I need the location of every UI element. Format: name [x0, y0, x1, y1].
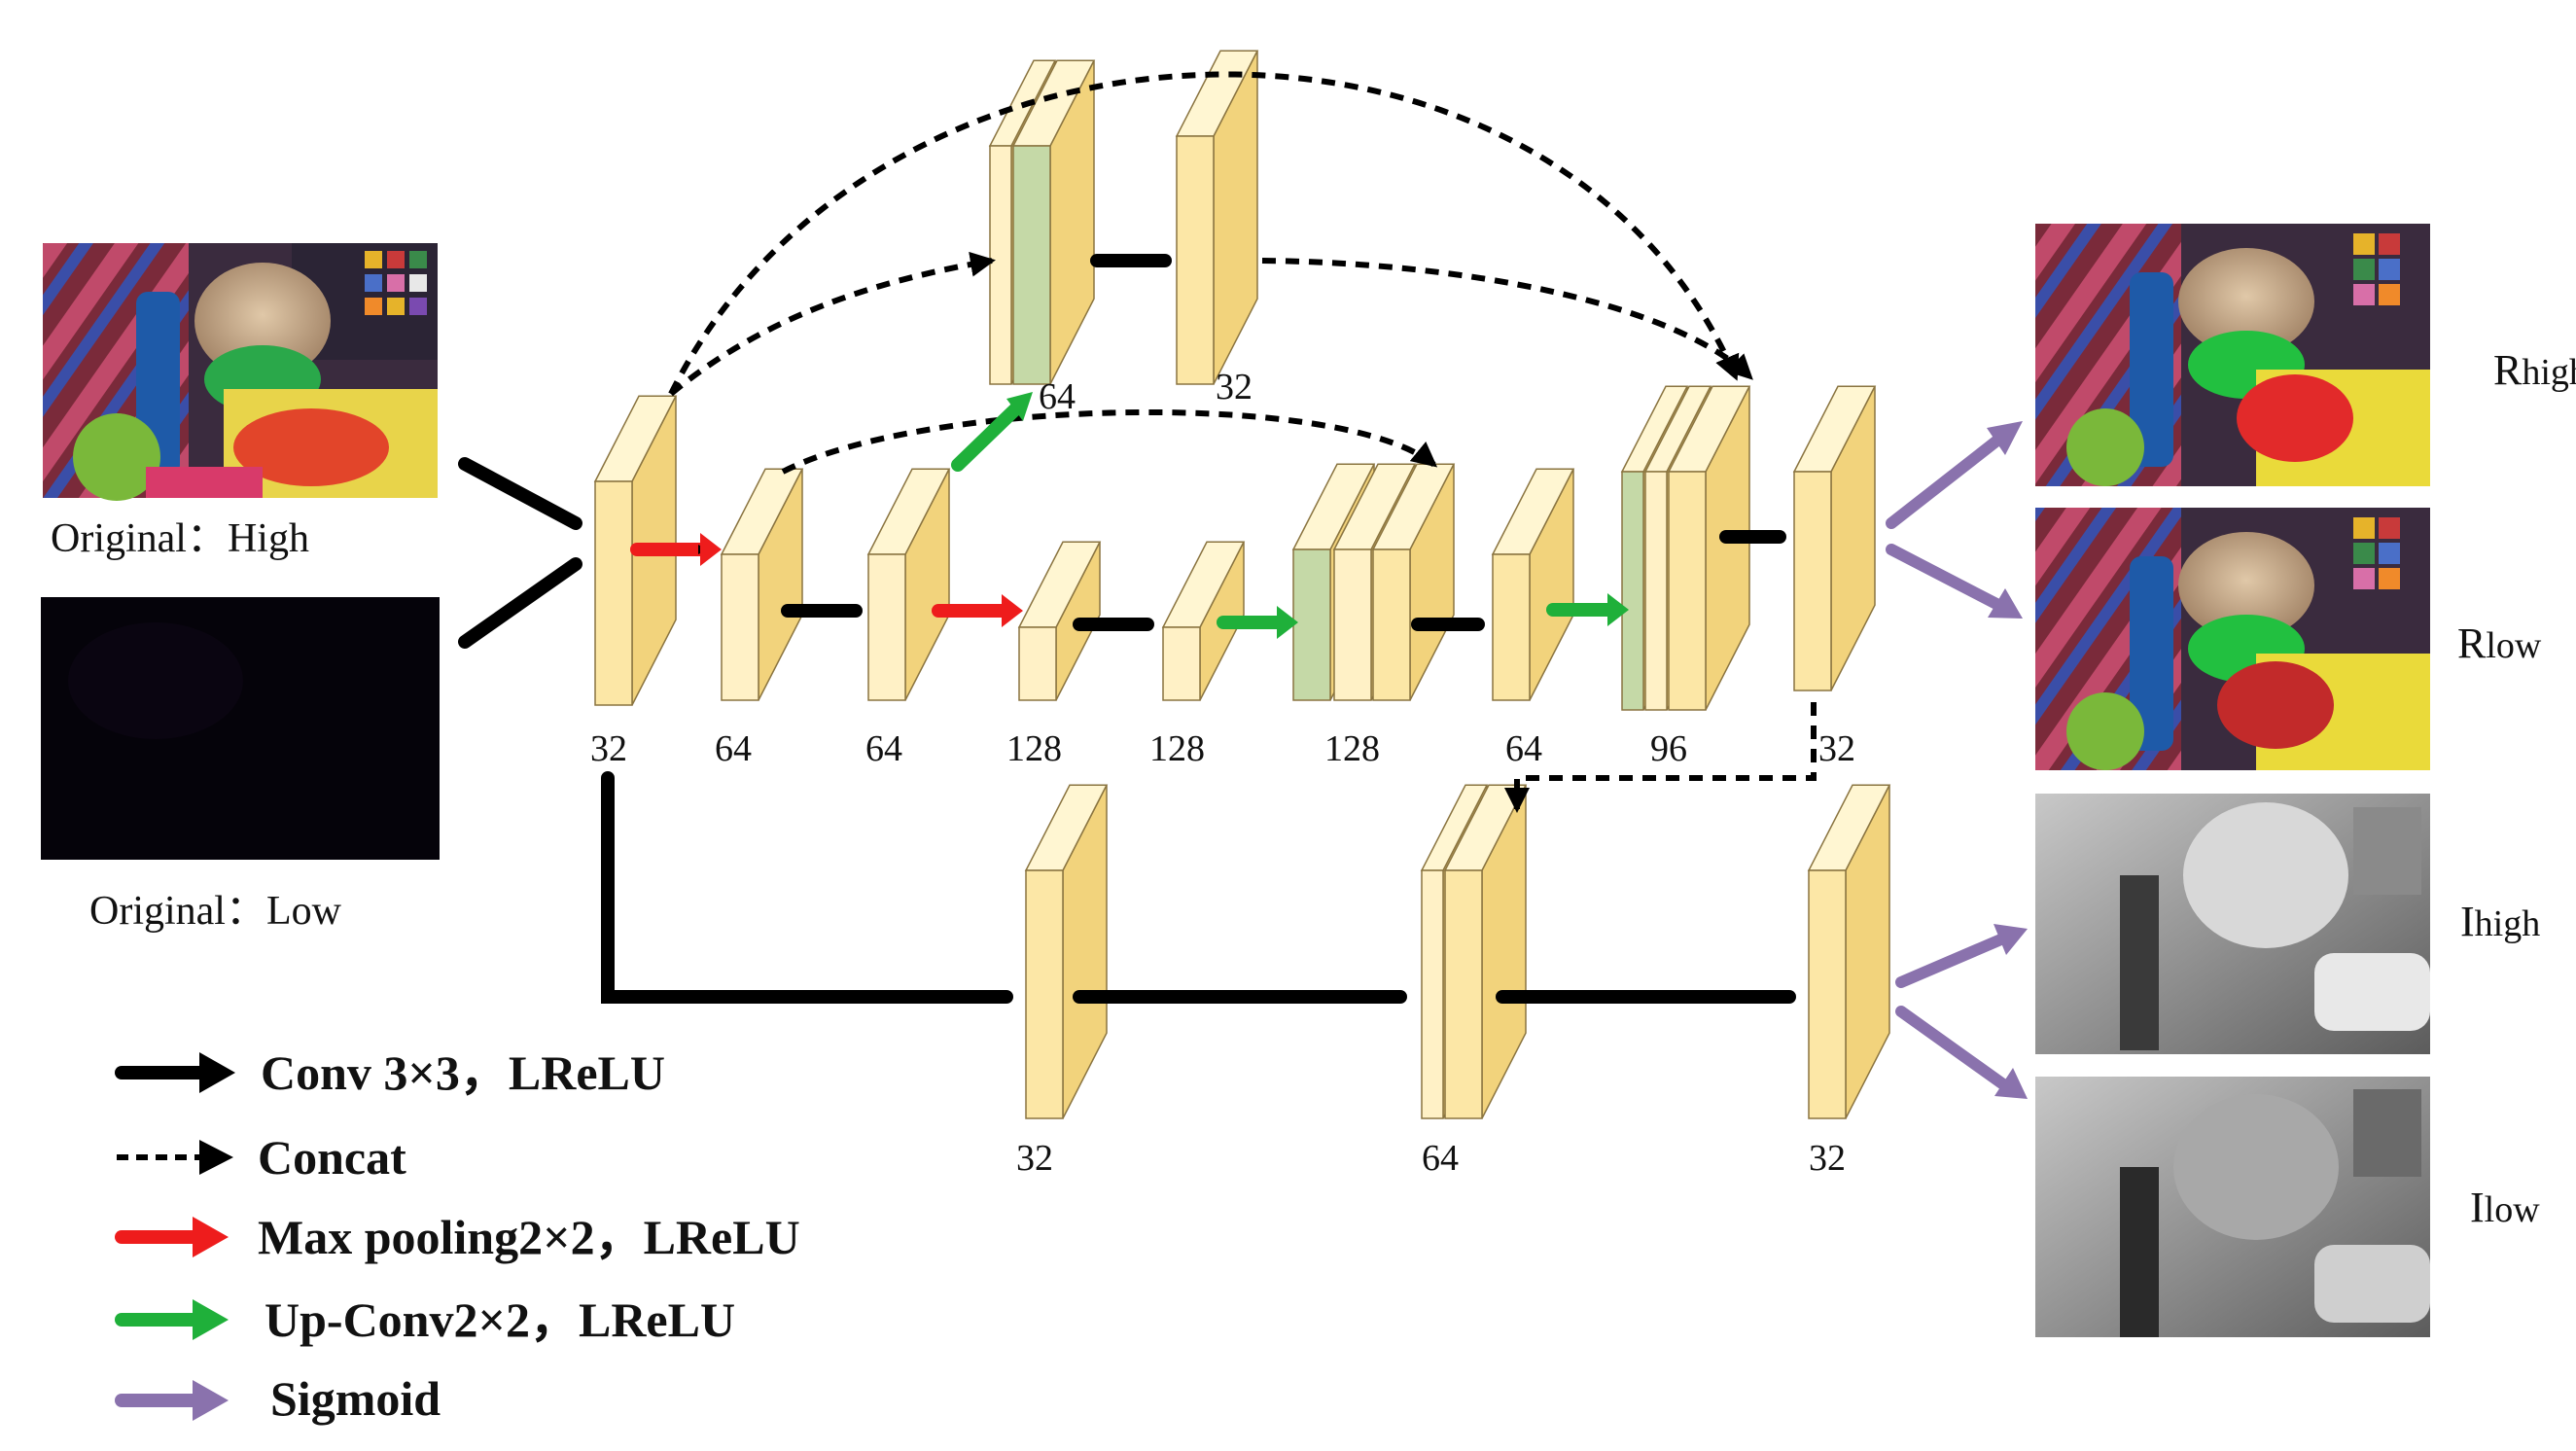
feature-blocks	[593, 50, 1891, 1119]
conv-arrow-input-low	[458, 557, 582, 649]
output-image-i-low	[2035, 1077, 2430, 1337]
feature-block-32	[1792, 385, 1877, 691]
concat-arrow-top-block-to-96	[1261, 258, 1753, 380]
feature-block-96	[1667, 385, 1751, 711]
legend-label: Conv 3×3，LReLU	[261, 1045, 665, 1100]
conv-arrow-32-down-bottom	[601, 771, 1013, 1004]
legend-item-upconv: Up-Conv2×2，LReLU	[115, 1292, 735, 1347]
conv-arrows	[458, 254, 1796, 1004]
sigmoid-arrows	[1886, 434, 2009, 1090]
concat-arrow-64-to-128	[781, 408, 1438, 475]
input-image-low	[41, 597, 440, 860]
output-label-i-high: Ihigh	[2460, 898, 2540, 945]
conv-arrow-input-high	[458, 457, 582, 530]
feature-block-bottom-32	[1807, 784, 1891, 1119]
feature-block-top-32	[1175, 50, 1259, 385]
legend-label: Sigmoid	[270, 1371, 441, 1426]
concat-arrow-long-arc	[668, 71, 1740, 396]
channel-label: 64	[1422, 1138, 1459, 1179]
channel-label: 32	[1216, 367, 1253, 407]
legend-item-maxpool: Max pooling2×2，LReLU	[115, 1210, 800, 1264]
output-image-r-high	[2035, 224, 2430, 486]
arrow-heads	[700, 392, 1629, 639]
legend-label: Max pooling2×2，LReLU	[258, 1210, 800, 1264]
output-label-r-high: Rhigh	[2493, 346, 2576, 394]
feature-block-bottom-32	[1024, 784, 1109, 1119]
output-label-i-low: Ilow	[2470, 1184, 2540, 1231]
channel-label: 128	[1149, 728, 1205, 769]
channel-label: 64	[865, 728, 902, 769]
channel-label: 32	[1016, 1138, 1053, 1179]
channel-label: 32	[1809, 1138, 1846, 1179]
channel-label: 96	[1650, 728, 1687, 769]
input-low-caption: Original：Low	[89, 889, 342, 934]
legend-item-conv: Conv 3×3，LReLU	[115, 1045, 665, 1100]
channel-labels: 32 64 64 128 128 128 64 96 32 64 32 32 6…	[590, 367, 1855, 1179]
output-image-i-high	[2035, 794, 2430, 1054]
legend: Conv 3×3，LReLU Concat Max pooling2×2，LRe…	[115, 1045, 800, 1426]
feature-block-64	[720, 468, 804, 701]
channel-label: 64	[1505, 728, 1542, 769]
legend-item-concat: Concat	[117, 1130, 406, 1185]
upconv-arrow-to-top	[951, 402, 1023, 472]
channel-label: 128	[1006, 728, 1062, 769]
input-image-high	[43, 243, 438, 501]
up-conv-arrows	[951, 402, 1619, 629]
sigmoid-arrow-heads	[1987, 421, 2028, 1099]
output-label-r-low: Rlow	[2457, 619, 2542, 667]
feature-block-128	[1371, 463, 1456, 701]
input-high-caption: Original：High	[51, 516, 309, 561]
channel-label: 32	[590, 728, 627, 769]
feature-block-64	[1491, 468, 1575, 701]
feature-block-top-64	[1011, 59, 1096, 385]
channel-label: 128	[1324, 728, 1380, 769]
output-image-r-low	[2035, 508, 2430, 770]
legend-label: Concat	[258, 1130, 406, 1185]
channel-label: 32	[1818, 728, 1855, 769]
legend-label: Up-Conv2×2，LReLU	[265, 1292, 735, 1347]
feature-block-64	[866, 468, 951, 701]
channel-label: 64	[1039, 376, 1076, 417]
concat-arrow-to-top-block	[669, 251, 996, 397]
concat-connections	[668, 71, 1817, 813]
channel-label: 64	[715, 728, 752, 769]
max-pool-arrows	[630, 543, 1013, 618]
legend-item-sigmoid: Sigmoid	[115, 1371, 441, 1426]
